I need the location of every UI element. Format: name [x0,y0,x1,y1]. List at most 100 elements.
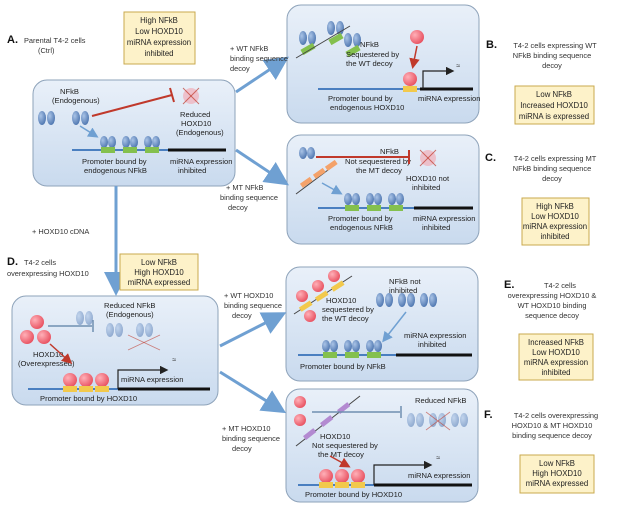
f-decoy-2 [320,415,334,428]
f-mirna-label: miRNA expression [408,471,470,480]
e-nfkb-3 [398,293,406,307]
d-bound-hoxd10-1 [63,373,77,387]
panel-a-content: NFkB (Endogenous) Reduced HOXD10 (Endoge… [38,87,232,175]
status-d-line-1: Low NFkB [141,258,177,267]
a-nfkb-label-2: (Endogenous) [52,96,100,105]
b-nfkb-label-2: Sequestered by [346,50,399,59]
a-nfkb-protein-2 [47,111,55,125]
status-box-f [519,454,595,494]
b-nfkb-3 [327,21,335,35]
panel-a-letter: A. [7,34,18,46]
c-bound-nfkb-1 [344,193,352,205]
panel-e-letter: E. [504,279,514,291]
c-site-3 [389,205,403,211]
f-decoy-3 [337,402,351,415]
d-hoxd10-label-2: (Overexpressed) [18,359,75,368]
panel-c-title-1: T4-2 cells expressing MT [514,154,597,163]
c-hoxd10-label-2: inhibited [412,183,440,192]
panel-c-letter: C. [485,152,496,164]
label-mt-nfkb-3: decoy [228,203,248,212]
f-site-1 [319,482,333,488]
f-hoxd10-label-1: HOXD10 [320,432,350,441]
panel-f-title: T4-2 cells overexpressing HOXD10 & MT HO… [512,411,599,440]
label-mt-nfkb-1: + MT NFkB [226,183,264,192]
b-transcription-arrow [422,66,455,89]
a-bound-nfkb-1 [100,136,108,148]
a-inhibit-bar [169,87,175,103]
label-mt-hoxd10-1: + MT HOXD10 [222,424,271,433]
status-c-line-2: Low HOXD10 [531,212,579,221]
d-nfkb-label-2: (Endogenous) [106,310,154,319]
flow-arrow-a-to-b [235,56,289,94]
b-site [403,86,417,92]
c-bound-nfkb-3 [366,193,374,205]
f-nfkb-1 [407,413,415,427]
c-mirna-label-2: inhibited [422,223,450,232]
b-hoxd10-free [410,30,424,44]
a-bound-nfkb-2 [108,136,116,148]
f-bound-hoxd10-3 [351,469,365,483]
status-a-line-2: Low HOXD10 [135,27,183,36]
e-nfkb-6 [429,293,437,307]
e-mirna-label-1: miRNA expression [404,331,466,340]
c-nfkb-2 [307,147,315,159]
d-nfkb-6 [145,323,153,337]
e-hoxd10-4 [304,310,316,322]
d-hoxd10-bind-arrow [49,343,73,365]
c-bound-nfkb-4 [374,193,382,205]
a-mirna-label-2: inhibited [178,166,206,175]
panel-d-content: Reduced NFkB (Endogenous) HOXD10 (Overex… [18,301,210,403]
d-nfkb-4 [115,323,123,337]
a-bound-nfkb-4 [130,136,138,148]
f-nfkb-2 [416,413,424,427]
status-f-line-2: High HOXD10 [532,469,582,478]
panel-e-title-3: WT HOXD10 binding [518,301,587,310]
a-nfkb-protein-4 [81,111,89,125]
b-nfkb-6 [353,33,361,47]
label-wt-hoxd10-2: binding sequence [224,301,282,310]
panel-a-box [32,79,236,187]
label-mt-hoxd10-3: decoy [232,444,252,453]
f-hoxd10-free-1 [294,396,306,408]
f-bound-hoxd10-1 [319,469,333,483]
c-nfkb-label-2: Not sequestered by [345,157,411,166]
f-hoxd10-free-2 [294,414,306,426]
status-c-line-3: miRNA expression [523,222,587,231]
d-nfkb-5 [136,323,144,337]
status-e-line-3: miRNA expression [524,358,588,367]
b-nfkb-1 [299,31,307,45]
panel-f-letter: F. [484,409,493,421]
c-site-2 [367,205,381,211]
a-promoter-label-2: endogenous NFkB [84,166,147,175]
d-mirna-label: miRNA expression [121,375,183,384]
d-hoxd10-2 [37,330,51,344]
b-rna-squiggle: ≈ [456,61,460,70]
c-bound-nfkb-6 [396,193,404,205]
b-hoxd10-bind-arrow [409,45,420,69]
c-promoter-label-1: Promoter bound by [328,214,393,223]
b-nfkb-5 [344,33,352,47]
status-c-line-4: inhibited [540,232,569,241]
e-mirna-label-2: inhibited [418,340,446,349]
e-site-2 [345,352,359,358]
a-nfkb-label-1: NFkB [60,87,79,96]
a-hoxd10-cross-2 [182,87,200,105]
f-nfkb-6 [460,413,468,427]
panel-a-title-2: (Ctrl) [38,46,54,55]
e-bound-nfkb-1 [322,340,330,352]
f-nfkb-5 [451,413,459,427]
e-bound-nfkb-3 [344,340,352,352]
panel-b-title-2: NFkB binding sequence [513,51,591,60]
a-site-3 [145,147,159,153]
status-e-line-2: Low HOXD10 [532,348,580,357]
panel-f-title-3: binding sequence decoy [512,431,592,440]
c-promoter-label-2: endogenous NFkB [330,223,393,232]
label-mt-hoxd10-decoy: + MT HOXD10 binding sequence decoy [222,424,280,453]
panel-d-title-1: T4-2 cells [24,258,56,267]
a-inhibit-line [91,94,173,117]
panel-f-title-2: HOXD10 & MT HOXD10 [512,421,593,430]
status-d-line-3: miRNA expressed [128,278,190,287]
status-d-line-2: High HOXD10 [134,268,184,277]
d-bound-hoxd10-3 [95,373,109,387]
